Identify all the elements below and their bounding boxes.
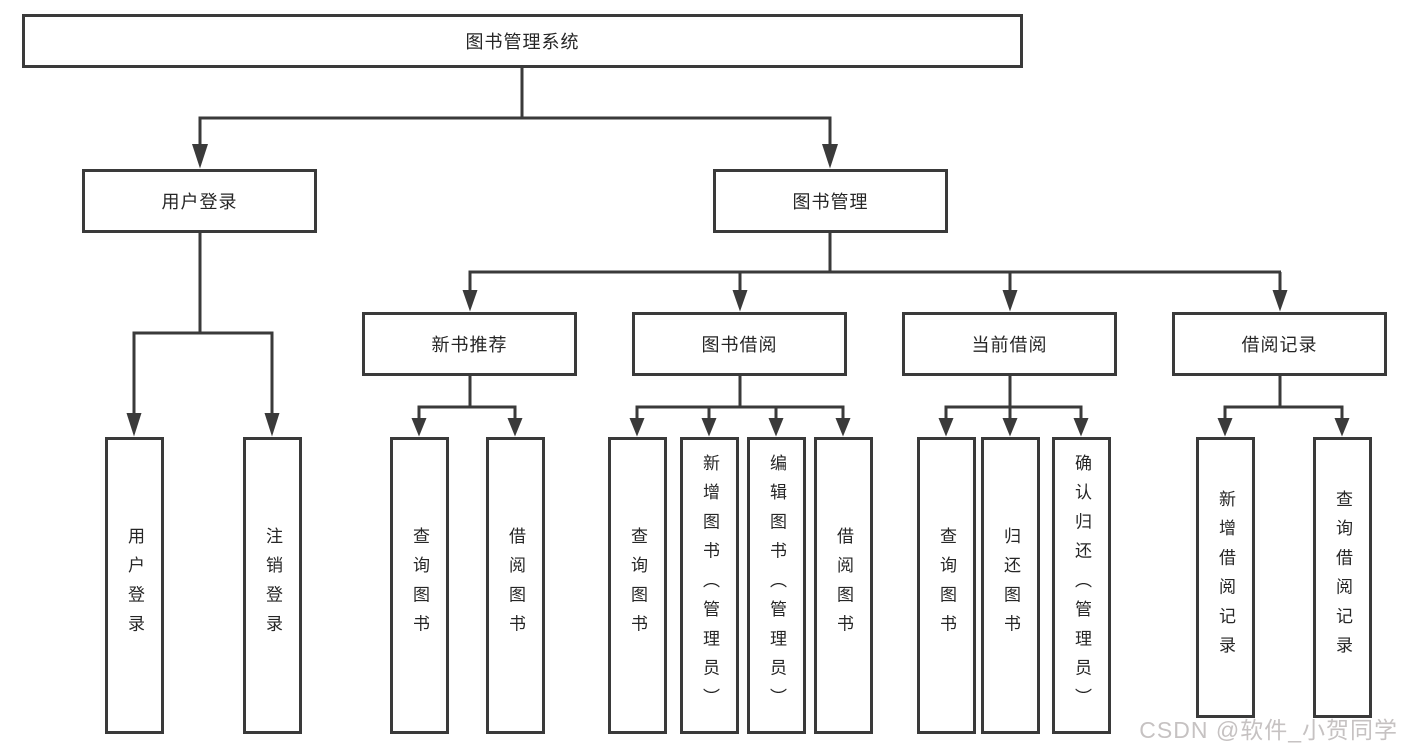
leaf-query-borrow-record: 查询借阅记录 [1313,437,1372,718]
node-label: 新书推荐 [431,335,508,355]
node-library-management-system: 图书管理系统 [22,14,1023,68]
leaf-label: 新增借阅记录 [1216,489,1235,666]
leaf-add-borrow-record: 新增借阅记录 [1196,437,1255,718]
node-borrowing-records: 借阅记录 [1172,312,1387,376]
node-label: 图书管理 [792,192,869,212]
leaf-confirm-return-admin: 确认归还（管理员） [1052,437,1111,734]
leaf-edit-books-admin: 编辑图书（管理员） [747,437,806,734]
node-current-borrowing: 当前借阅 [902,312,1117,376]
leaf-label: 编辑图书（管理员） [767,453,786,718]
leaf-label: 借阅图书 [506,527,525,644]
node-label: 借阅记录 [1241,335,1318,355]
node-label: 当前借阅 [971,335,1048,355]
node-label: 用户登录 [161,192,238,212]
csdn-watermark: CSDN @软件_小贺同学 [1139,717,1398,743]
leaf-user-login: 用户登录 [105,437,164,734]
leaf-label: 借阅图书 [834,527,853,644]
leaf-add-books-admin: 新增图书（管理员） [680,437,739,734]
leaf-label: 归还图书 [1001,527,1020,644]
node-book-management: 图书管理 [713,169,948,233]
node-book-borrowing: 图书借阅 [632,312,847,376]
leaf-label: 查询借阅记录 [1333,489,1352,666]
leaf-label: 查询图书 [937,527,956,644]
leaf-return-books: 归还图书 [981,437,1040,734]
leaf-query-books-recommend: 查询图书 [390,437,449,734]
leaf-query-books-current: 查询图书 [917,437,976,734]
leaf-query-books-borrowing: 查询图书 [608,437,667,734]
leaf-borrow-books-borrowing: 借阅图书 [814,437,873,734]
leaf-label: 新增图书（管理员） [700,453,719,718]
node-label: 图书借阅 [701,335,778,355]
node-label: 图书管理系统 [465,32,580,52]
node-user-login: 用户登录 [82,169,317,233]
leaf-label: 注销登录 [263,527,282,644]
leaf-label: 用户登录 [125,527,144,644]
leaf-label: 查询图书 [628,527,647,644]
leaf-logout: 注销登录 [243,437,302,734]
leaf-label: 查询图书 [410,527,429,644]
leaf-borrow-books-recommend: 借阅图书 [486,437,545,734]
node-new-book-recommendation: 新书推荐 [362,312,577,376]
leaf-label: 确认归还（管理员） [1072,453,1091,718]
